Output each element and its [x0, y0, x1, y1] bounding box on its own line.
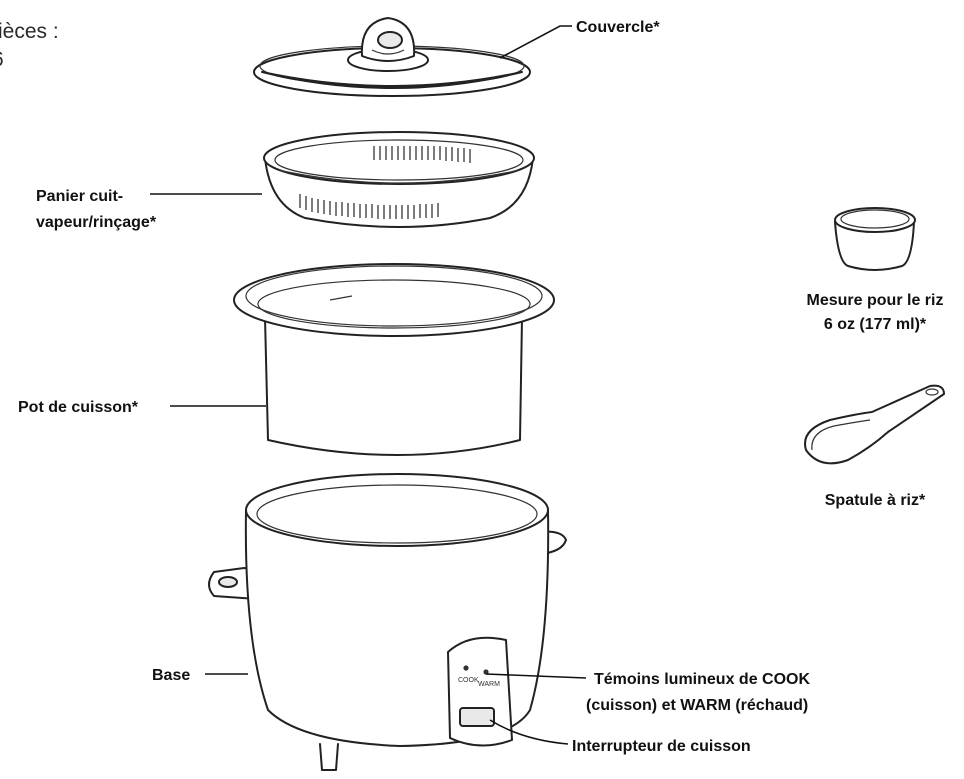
- switch-label: Interrupteur de cuisson: [572, 738, 751, 755]
- basket-label-line1: Panier cuit-: [36, 188, 123, 205]
- pot-label: Pot de cuisson*: [18, 399, 139, 416]
- lid-leader: [499, 25, 572, 59]
- base-illustration: COOK WARM: [208, 473, 567, 771]
- rice-spatula-illustration: [804, 384, 945, 465]
- cooking-pot-illustration: [233, 263, 555, 456]
- warm-light-label: WARM: [478, 681, 500, 688]
- switch-leader: [489, 719, 569, 745]
- steam-basket-illustration: [263, 131, 535, 228]
- rice-measure-cup-illustration: [834, 207, 916, 271]
- base-label: Base: [152, 667, 190, 684]
- parts-header-line2: 6: [0, 48, 4, 71]
- basket-label-line2: vapeur/rinçage*: [36, 214, 157, 231]
- parts-header-line1: ièces :: [0, 20, 59, 43]
- spatula-label: Spatule à riz*: [825, 492, 926, 509]
- measure-label-line2: 6 oz (177 ml)*: [824, 316, 927, 333]
- lid-label: Couvercle*: [576, 19, 660, 36]
- lights-label-line2: (cuisson) et WARM (réchaud): [586, 697, 808, 714]
- measure-label-line1: Mesure pour le riz: [807, 292, 944, 309]
- cook-light-label: COOK: [458, 677, 479, 684]
- lights-leader: [485, 673, 587, 679]
- lights-label-line1: Témoins lumineux de COOK: [594, 671, 810, 688]
- lid-illustration: [253, 17, 531, 97]
